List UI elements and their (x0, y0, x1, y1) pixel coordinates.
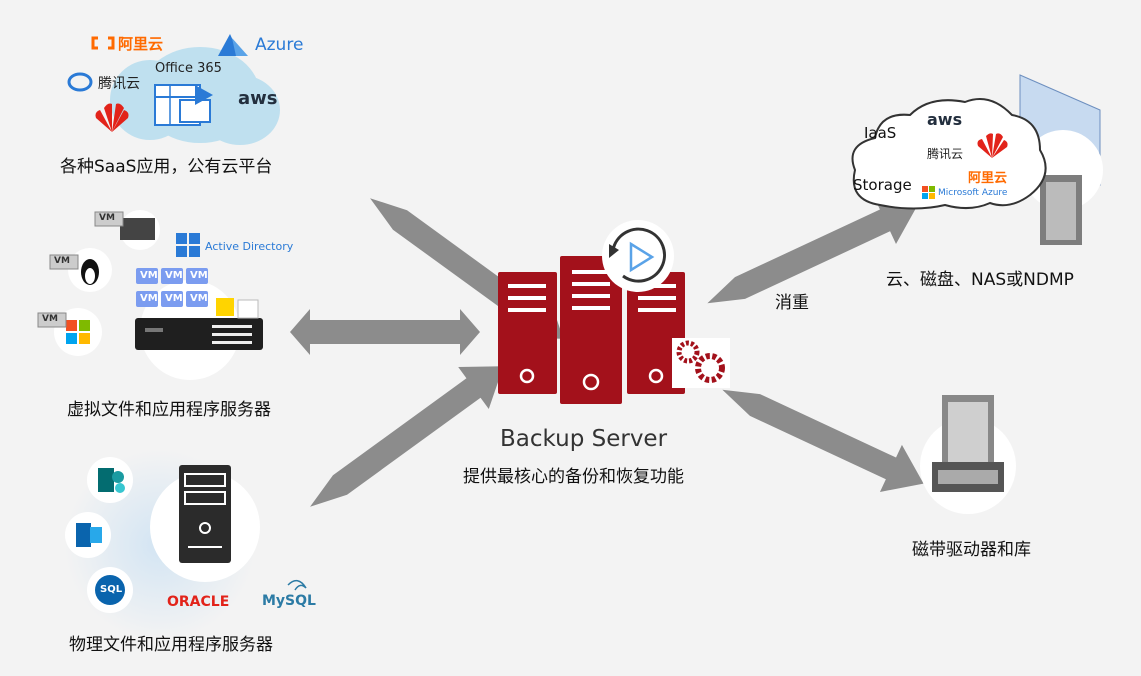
aliyun-label: 阿里云 (118, 35, 164, 53)
office365-label: Office 365 (155, 61, 222, 76)
active-directory-icon (176, 233, 200, 257)
cloud-storage-label: 云、磁盘、NAS或NDMP (886, 270, 1074, 290)
huawei-logo-icon (95, 103, 129, 132)
tencent-label: 腾讯云 (98, 76, 140, 92)
vm-badge: VM (42, 314, 58, 324)
public-cloud-shape (851, 98, 1047, 210)
arrow-physical (310, 366, 504, 507)
tape-label: 磁带驱动器和库 (912, 540, 1031, 560)
azure-label: Azure (255, 35, 304, 55)
aliyun-label-right: 阿里云 (968, 171, 1008, 186)
huawei-logo-icon-right (977, 133, 1008, 158)
iaas-label: IaaS (864, 124, 897, 142)
aws-label-right: aws (927, 110, 963, 129)
sql-icon (87, 567, 133, 613)
physical-label: 物理文件和应用程序服务器 (69, 635, 273, 655)
exchange-icon (65, 512, 111, 558)
saas-label: 各种SaaS应用，公有云平台 (60, 157, 273, 177)
backup-server-title: Backup Server (500, 426, 668, 452)
mysql-label: MySQL (262, 593, 316, 609)
vm-badge: VM (190, 270, 208, 281)
vm-guest-mail (94, 210, 160, 250)
aliyun-logo-icon (91, 36, 115, 50)
vm-grid (136, 268, 208, 307)
vm-badge: VM (140, 293, 158, 304)
tower-server-icon (150, 465, 260, 582)
vm-badge: VM (54, 256, 70, 266)
linux-tux-icon (49, 248, 112, 292)
arrow-cloud-storage (707, 196, 918, 304)
windows-logo-icon (37, 308, 102, 356)
microsoft-azure-label: Microsoft Azure (938, 188, 1008, 198)
office365-icon (154, 84, 213, 126)
arrow-tape (722, 389, 924, 492)
backup-server-subtitle: 提供最核心的备份和恢复功能 (463, 467, 684, 487)
gears-icon (672, 338, 730, 388)
arrow-virtual (290, 309, 480, 355)
vm-badge: VM (140, 270, 158, 281)
server-rack-icon (498, 256, 685, 404)
vm-badge: VM (165, 293, 183, 304)
sql-label: SQL (100, 584, 123, 595)
storage-label: Storage (853, 176, 912, 194)
dedup-label: 消重 (775, 293, 809, 313)
vm-badge: VM (190, 293, 208, 304)
azure-logo-icon (218, 34, 248, 56)
active-directory-label: Active Directory (205, 240, 294, 253)
tencent-label-right: 腾讯云 (927, 147, 964, 161)
tape-library-icon (920, 395, 1016, 514)
virtual-label: 虚拟文件和应用程序服务器 (67, 400, 271, 420)
mysql-logo-icon (287, 579, 307, 591)
oracle-label: ORACLE (167, 594, 230, 610)
play-circle-icon (602, 220, 674, 292)
vm-badge: VM (99, 213, 115, 223)
vm-badge: VM (165, 270, 183, 281)
tencent-cloud-icon (67, 72, 93, 92)
aws-label: aws (238, 88, 278, 109)
microsoft-logo-icon (922, 186, 935, 199)
sharepoint-icon (87, 457, 133, 503)
